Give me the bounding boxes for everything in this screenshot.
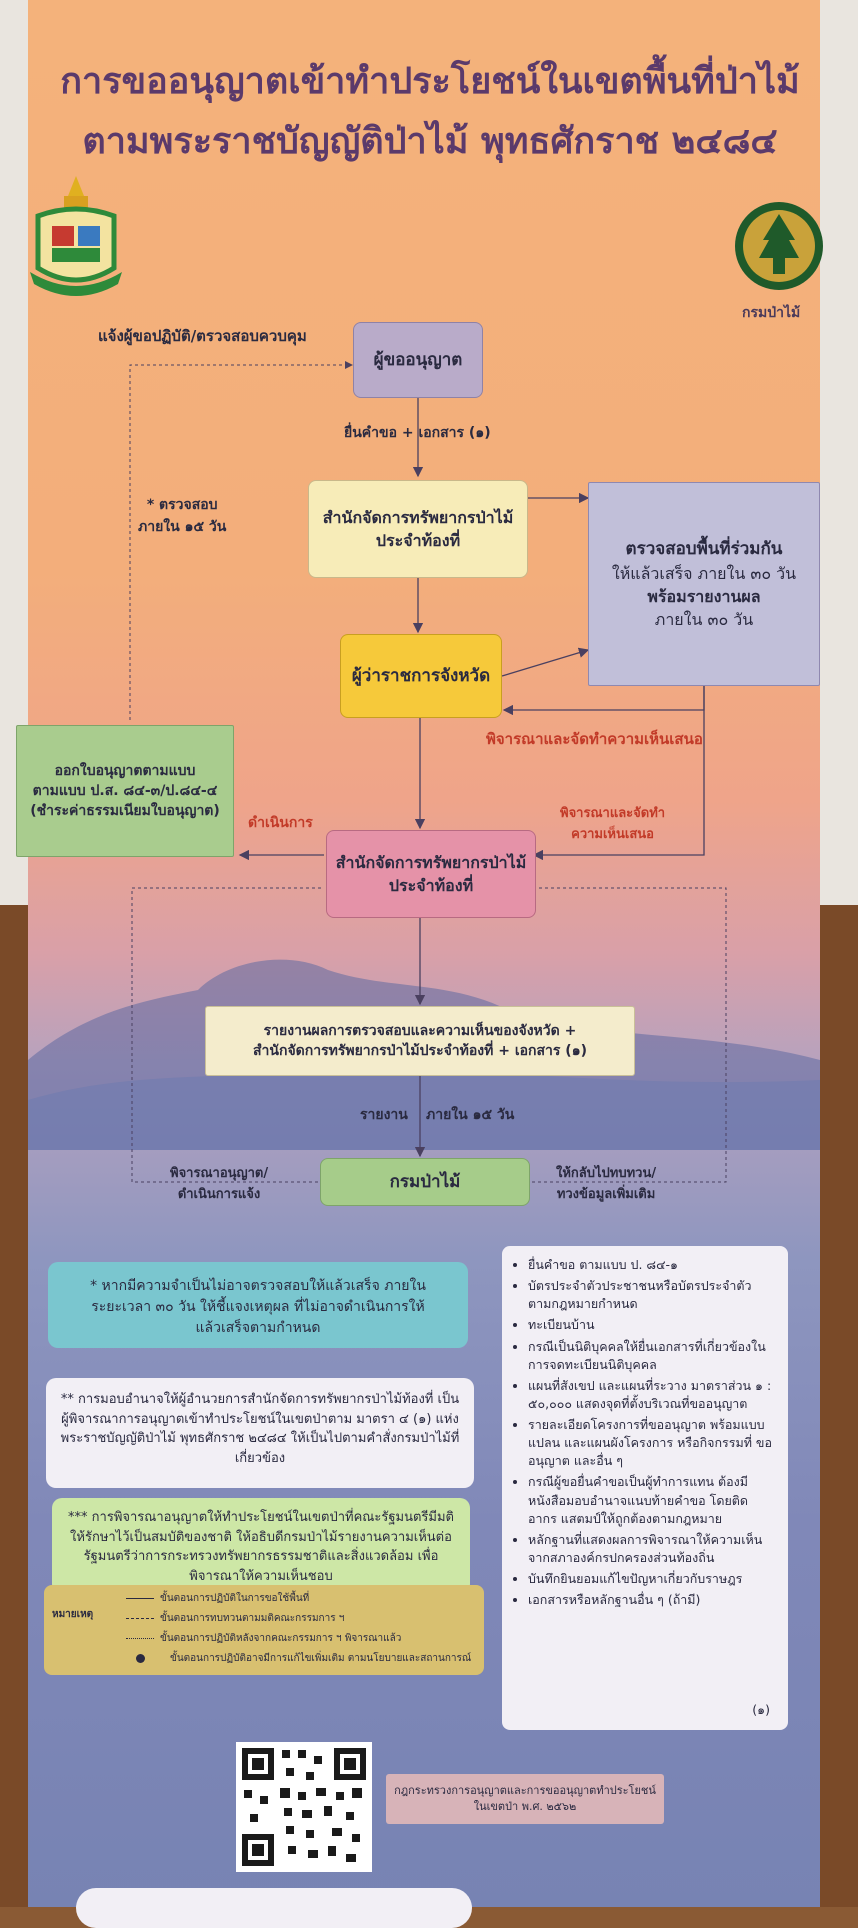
applicant-box: ผู้ขออนุญาต: [353, 322, 483, 398]
office-box-2: สำนักจัดการทรัพยากรป่าไม้ ประจำท้องที่: [326, 830, 536, 918]
legend-item-2-text: ขั้นตอนการทบทวนตามมติคณะกรรมการ ฯ: [160, 1613, 345, 1624]
solid-line-icon: [126, 1597, 154, 1599]
report-label-b: ภายใน ๑๕ วัน: [426, 1107, 515, 1123]
document-item: หลักฐานที่แสดงผลการพิจารณาให้ความเห็น จา…: [528, 1531, 776, 1567]
dept-label: กรมป่าไม้: [389, 1171, 461, 1192]
document-item: แผนที่สังเขป และแผนที่ระวาง มาตราส่วน ๑ …: [528, 1377, 776, 1413]
title-line-2: ตามพระราชบัญญัติป่าไม้ พุทธศักราช ๒๔๘๔: [82, 121, 778, 162]
office-1-line-1: สำนักจัดการทรัพยากรป่าไม้: [322, 507, 514, 527]
permit-line-2: ตามแบบ ป.ส. ๘๔-๓/ป.๘๔-๔: [32, 782, 218, 799]
logo-label: กรมป่าไม้: [742, 305, 801, 321]
note-3: *** การพิจารณาอนุญาตให้ทำประโยชน์ในเขตป่…: [52, 1498, 470, 1594]
provincial-emblem-icon: [30, 176, 122, 296]
document-item: บันทึกยินยอมแก้ไขปัญหาเกี่ยวกับราษฎร: [528, 1570, 776, 1588]
submit-label: ยื่นคำขอ + เอกสาร (๑): [344, 425, 491, 441]
legend-panel: หมายเหตุ ขั้นตอนการปฏิบัติในการขอใช้พื้น…: [44, 1585, 484, 1675]
governor-label: ผู้ว่าราชการจังหวัด: [351, 665, 491, 686]
legend-item-1-text: ขั้นตอนการปฏิบัติในการขอใช้พื้นที่: [160, 1593, 310, 1604]
title-line-1: การขออนุญาตเข้าทำประโยชน์ในเขตพื้นที่ป่า…: [60, 61, 800, 102]
check-label-line-1: * ตรวจสอบ: [146, 497, 218, 513]
royal-forest-department-logo-icon: [735, 202, 823, 290]
legend-title: หมายเหตุ: [52, 1609, 94, 1620]
permit-box: ออกใบอนุญาตตามแบบ ตามแบบ ป.ส. ๘๔-๓/ป.๘๔-…: [16, 725, 234, 857]
right-dept-line-1: ให้กลับไปทบทวน/: [556, 1166, 657, 1181]
check-label: * ตรวจสอบ ภายใน ๑๕ วัน: [138, 494, 226, 538]
left-dept-line-2: ดำเนินการแจ้ง: [177, 1187, 261, 1202]
legend-item-4-text: ขั้นตอนการปฏิบัติอาจมีการแก้ไขเพิ่มเติม …: [170, 1653, 472, 1664]
legend-item-3: ขั้นตอนการปฏิบัติหลังจากคณะกรรมการ ฯ พิจ…: [126, 1631, 401, 1646]
document-item: รายละเอียดโครงการที่ขออนุญาต พร้อมแบบ แป…: [528, 1416, 776, 1470]
left-dept-line-1: พิจารณาอนุญาต/: [170, 1166, 269, 1181]
qr-code-icon: [236, 1742, 372, 1872]
document-item: ทะเบียนบ้าน: [528, 1316, 776, 1334]
document-item: กรณีผู้ขอยื่นคำขอเป็นผู้ทำการแทน ต้องมี …: [528, 1473, 776, 1527]
document-item: ยื่นคำขอ ตามแบบ ป. ๘๔-๑: [528, 1256, 776, 1274]
inspect-line-3: พร้อมรายงานผล: [647, 586, 761, 606]
regulation-line-1: กฎกระทรวงการอนุญาตและการขออนุญาตทำประโยช…: [394, 1783, 656, 1797]
proceed-label: ดำเนินการ: [248, 815, 313, 831]
report-line-1: รายงานผลการตรวจสอบและความเห็นของจังหวัด …: [263, 1022, 577, 1039]
left-dept-label: พิจารณาอนุญาต/ ดำเนินการแจ้ง: [170, 1162, 268, 1204]
document-item: เอกสารหรือหลักฐานอื่น ๆ (ถ้ามี): [528, 1591, 776, 1609]
dept-box: กรมป่าไม้: [320, 1158, 530, 1206]
inspect-box: ตรวจสอบพื้นที่ร่วมกัน ให้แล้วเสร็จ ภายใน…: [588, 482, 820, 686]
applicant-label: ผู้ขออนุญาต: [373, 349, 463, 370]
governor-box: ผู้ว่าราชการจังหวัด: [340, 634, 502, 718]
legend-item-3-text: ขั้นตอนการปฏิบัติหลังจากคณะกรรมการ ฯ พิจ…: [160, 1633, 402, 1644]
consider-label-2-line-1: พิจารณาและจัดทำ: [560, 806, 666, 821]
dotted-line-icon: [126, 1637, 154, 1639]
dashed-line-icon: [126, 1617, 154, 1619]
note-2: ** การมอบอำนาจให้ผู้อำนวยการสำนักจัดการท…: [46, 1378, 474, 1488]
report-box: รายงานผลการตรวจสอบและความเห็นของจังหวัด …: [205, 1006, 635, 1076]
check-label-line-2: ภายใน ๑๕ วัน: [138, 519, 227, 535]
office-2-line-2: ประจำท้องที่: [388, 876, 474, 895]
bottom-banner: [76, 1888, 472, 1928]
consider-label-2: พิจารณาและจัดทำ ความเห็นเสนอ: [560, 802, 665, 844]
document-item: บัตรประจำตัวประชาชนหรือบัตรประจำตัว ตามก…: [528, 1277, 776, 1313]
notify-label: แจ้งผู้ขอปฏิบัติ/ตรวจสอบควบคุม: [98, 327, 307, 345]
documents-footnote: (๑): [752, 1702, 770, 1717]
consider-label-2-line-2: ความเห็นเสนอ: [571, 827, 654, 842]
inspect-line-4: ภายใน ๓๐ วัน: [654, 609, 754, 629]
right-dept-line-2: ทวงข้อมูลเพิ่มเติม: [556, 1187, 656, 1202]
report-label-a: รายงาน: [360, 1107, 408, 1123]
consider-label: พิจารณาและจัดทำความเห็นเสนอ: [486, 730, 703, 748]
permit-line-1: ออกใบอนุญาตตามแบบ: [54, 762, 196, 779]
office-box-1: สำนักจัดการทรัพยากรป่าไม้ ประจำท้องที่: [308, 480, 528, 578]
right-dept-label: ให้กลับไปทบทวน/ ทวงข้อมูลเพิ่มเติม: [556, 1162, 656, 1204]
inspect-line-1: ตรวจสอบพื้นที่ร่วมกัน: [625, 538, 783, 559]
legend-item-1: ขั้นตอนการปฏิบัติในการขอใช้พื้นที่: [126, 1591, 309, 1606]
note-1: * หากมีความจำเป็นไม่อาจตรวจสอบให้แล้วเสร…: [48, 1262, 468, 1348]
regulation-box: กฎกระทรวงการอนุญาตและการขออนุญาตทำประโยช…: [386, 1774, 664, 1824]
required-documents-list: ยื่นคำขอ ตามแบบ ป. ๘๔-๑บัตรประจำตัวประชา…: [502, 1246, 788, 1730]
legend-item-4: ขั้นตอนการปฏิบัติอาจมีการแก้ไขเพิ่มเติม …: [126, 1651, 471, 1666]
document-item: กรณีเป็นนิติบุคคลให้ยื่นเอกสารที่เกี่ยวข…: [528, 1338, 776, 1374]
legend-item-2: ขั้นตอนการทบทวนตามมติคณะกรรมการ ฯ: [126, 1611, 344, 1626]
report-line-2: สำนักจัดการทรัพยากรป่าไม้ประจำท้องที่ + …: [253, 1043, 587, 1059]
inspect-line-2: ให้แล้วเสร็จ ภายใน ๓๐ วัน: [611, 563, 797, 583]
permit-line-3: (ชำระค่าธรรมเนียมใบอนุญาต): [30, 803, 220, 820]
office-1-line-2: ประจำท้องที่: [375, 531, 461, 550]
office-2-line-1: สำนักจัดการทรัพยากรป่าไม้: [335, 852, 527, 872]
bullet-icon: [136, 1653, 145, 1663]
regulation-line-2: ในเขตป่า พ.ศ. ๒๕๖๒: [473, 1800, 577, 1813]
